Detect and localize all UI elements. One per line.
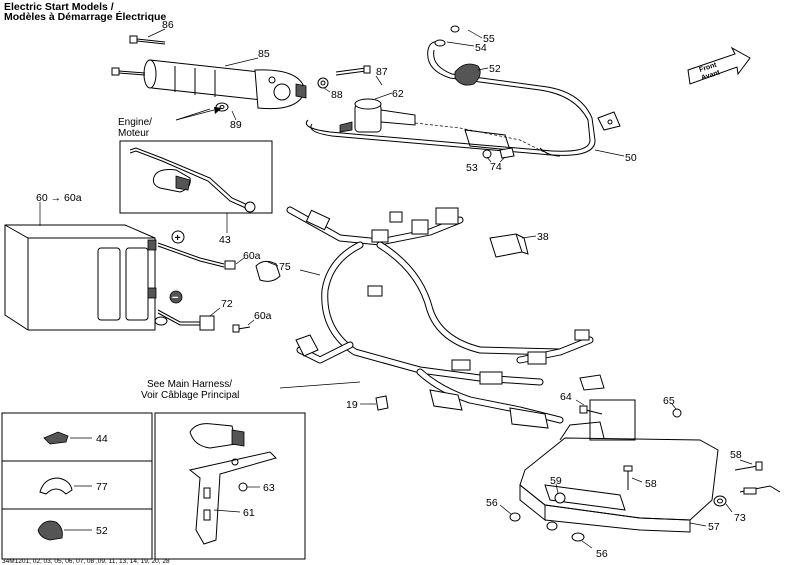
callout-64: 64 <box>560 391 572 403</box>
harness-connectors <box>295 207 605 429</box>
callout-52-box: 52 <box>96 525 108 537</box>
detail-box-61 <box>154 412 306 560</box>
detail-box-52 <box>1 508 153 560</box>
callout-75: 75 <box>279 261 291 273</box>
bracket-spacer-extra <box>546 521 558 531</box>
callout-59: 59 <box>550 475 562 487</box>
battery-part-label: 60 → 60a <box>36 192 82 204</box>
callout-38: 38 <box>537 231 549 243</box>
front-direction-arrow: Front Avant <box>687 46 751 85</box>
battery <box>4 224 157 331</box>
starter-bolt-upper <box>129 35 166 45</box>
callout-56-bottom: 56 <box>596 548 608 560</box>
bracket-grommet-59 <box>554 492 566 504</box>
terminal-washer <box>434 39 446 47</box>
diagram-title-line1: Electric Start Models / <box>4 1 114 13</box>
cable-end-terminal <box>597 111 621 131</box>
ground-strap <box>539 147 561 157</box>
starter-bolt-lower <box>111 67 146 76</box>
positive-terminal-marker: + <box>171 230 185 244</box>
bracket-spacer-56-bottom <box>571 532 585 542</box>
callout-85: 85 <box>258 48 270 60</box>
callout-61: 61 <box>243 507 255 519</box>
callout-88: 88 <box>331 89 343 101</box>
callout-77: 77 <box>96 481 108 493</box>
plus-symbol: + <box>175 232 181 244</box>
engine-note-line2: Moteur <box>118 128 150 139</box>
main-wiring-harness <box>286 206 594 424</box>
bracket-bolt-58-right <box>734 461 763 471</box>
callout-55: 55 <box>483 33 495 45</box>
callout-73: 73 <box>734 512 746 524</box>
callout-56-left: 56 <box>486 497 498 509</box>
starter-stud <box>335 65 371 76</box>
bracket-spacer-56-left <box>509 512 521 522</box>
negative-terminal-marker: − <box>169 290 183 304</box>
harness-clip <box>375 395 389 411</box>
battery-bracket <box>519 399 719 533</box>
terminal-nut <box>450 25 460 33</box>
negative-battery-cable <box>154 309 215 331</box>
callout-72: 72 <box>221 298 233 310</box>
bracket-bolt-58-middle <box>623 465 633 490</box>
battery-cable-detail-box <box>119 140 273 214</box>
cable-terminal <box>499 147 515 159</box>
callout-62: 62 <box>392 88 404 100</box>
callout-50: 50 <box>625 152 637 164</box>
callout-65: 65 <box>663 395 675 407</box>
callout-74: 74 <box>490 161 502 173</box>
callout-86: 86 <box>162 19 174 31</box>
bracket-terminal-links <box>739 485 781 495</box>
bracket-bolt-64 <box>579 405 603 415</box>
detail-box-44 <box>1 412 153 462</box>
engine-note-line1: Engine/ <box>118 117 152 128</box>
callout-63: 63 <box>263 482 275 494</box>
starter-nut <box>317 77 329 89</box>
starter-solenoid <box>339 98 416 133</box>
cable-clip <box>454 63 481 86</box>
callout-89: 89 <box>230 119 242 131</box>
minus-symbol: − <box>172 292 178 304</box>
positive-battery-cable <box>157 242 236 270</box>
drawing-code: 34M1201, 02, 03, 05, 06, 07, 08 ,09, 11,… <box>2 558 170 565</box>
callout-58-right: 58 <box>730 449 742 461</box>
detail-nut-63 <box>238 482 248 492</box>
callout-57: 57 <box>708 521 720 533</box>
callout-60a-positive: 60a <box>243 250 261 262</box>
callout-87: 87 <box>376 66 388 78</box>
callout-58-middle: 58 <box>645 478 657 490</box>
callout-52: 52 <box>489 63 501 75</box>
bracket-washer-73 <box>713 495 727 507</box>
harness-note-line1: See Main Harness/ <box>147 379 232 390</box>
negative-terminal-bolt <box>232 324 251 333</box>
callout-19: 19 <box>346 399 358 411</box>
relay <box>489 233 529 258</box>
callout-53: 53 <box>466 162 478 174</box>
harness-note-line2: Voir Câblage Principal <box>141 390 239 401</box>
terminal-cap <box>255 260 281 282</box>
leader-lines <box>64 28 753 549</box>
callout-44: 44 <box>96 433 108 445</box>
callout-60a-negative: 60a <box>254 310 272 322</box>
starter-cable <box>305 41 596 156</box>
engine-pointer-arrow <box>175 107 222 121</box>
cable-nut <box>482 149 492 159</box>
starter-motor <box>143 59 307 110</box>
detail-box-77 <box>1 460 153 510</box>
bracket-nut-65 <box>672 408 682 418</box>
diagram-title-line2: Modèles à Démarrage Électrique <box>4 11 167 23</box>
callout-54: 54 <box>475 42 487 54</box>
callout-43: 43 <box>219 234 231 246</box>
